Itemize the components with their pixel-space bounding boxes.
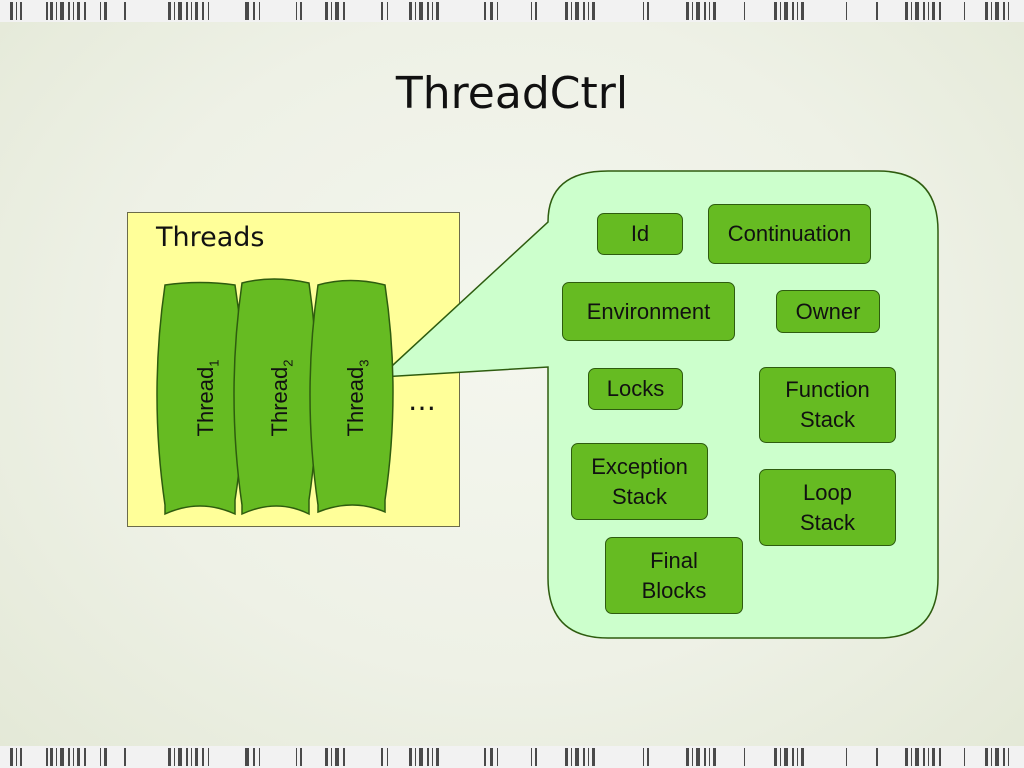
field-locks: Locks	[588, 368, 683, 410]
field-loop-stack: Loop Stack	[759, 469, 896, 546]
thread-3-label: Thread3	[341, 323, 371, 473]
more-threads-ellipsis: …	[408, 384, 438, 417]
thread-2-shape	[233, 278, 318, 516]
threads-panel-title: Threads	[156, 222, 265, 253]
thread-3-index: 3	[356, 359, 372, 367]
thread-2-label: Thread2	[265, 323, 295, 473]
thread-3-shape	[309, 279, 394, 514]
field-function-stack: Function Stack	[759, 367, 896, 443]
thread-2-name: Thread	[267, 366, 292, 437]
thread-3-name: Thread	[343, 366, 368, 437]
top-barcode-pattern	[10, 2, 1009, 20]
field-exception-stack: Exception Stack	[571, 443, 708, 520]
field-id: Id	[597, 213, 683, 255]
thread-1-name: Thread	[193, 366, 218, 437]
top-decorative-strip	[0, 0, 1024, 22]
field-final-blocks: Final Blocks	[605, 537, 743, 614]
bottom-decorative-strip	[0, 746, 1024, 768]
field-owner: Owner	[776, 290, 880, 333]
thread-1-label: Thread1	[191, 323, 221, 473]
slide-title: ThreadCtrl	[395, 68, 629, 119]
thread-1-shape	[156, 281, 245, 516]
bottom-barcode-pattern	[10, 748, 1009, 766]
thread-1-index: 1	[206, 359, 222, 367]
thread-2-index: 2	[280, 359, 296, 367]
field-environment: Environment	[562, 282, 735, 341]
field-continuation: Continuation	[708, 204, 871, 264]
